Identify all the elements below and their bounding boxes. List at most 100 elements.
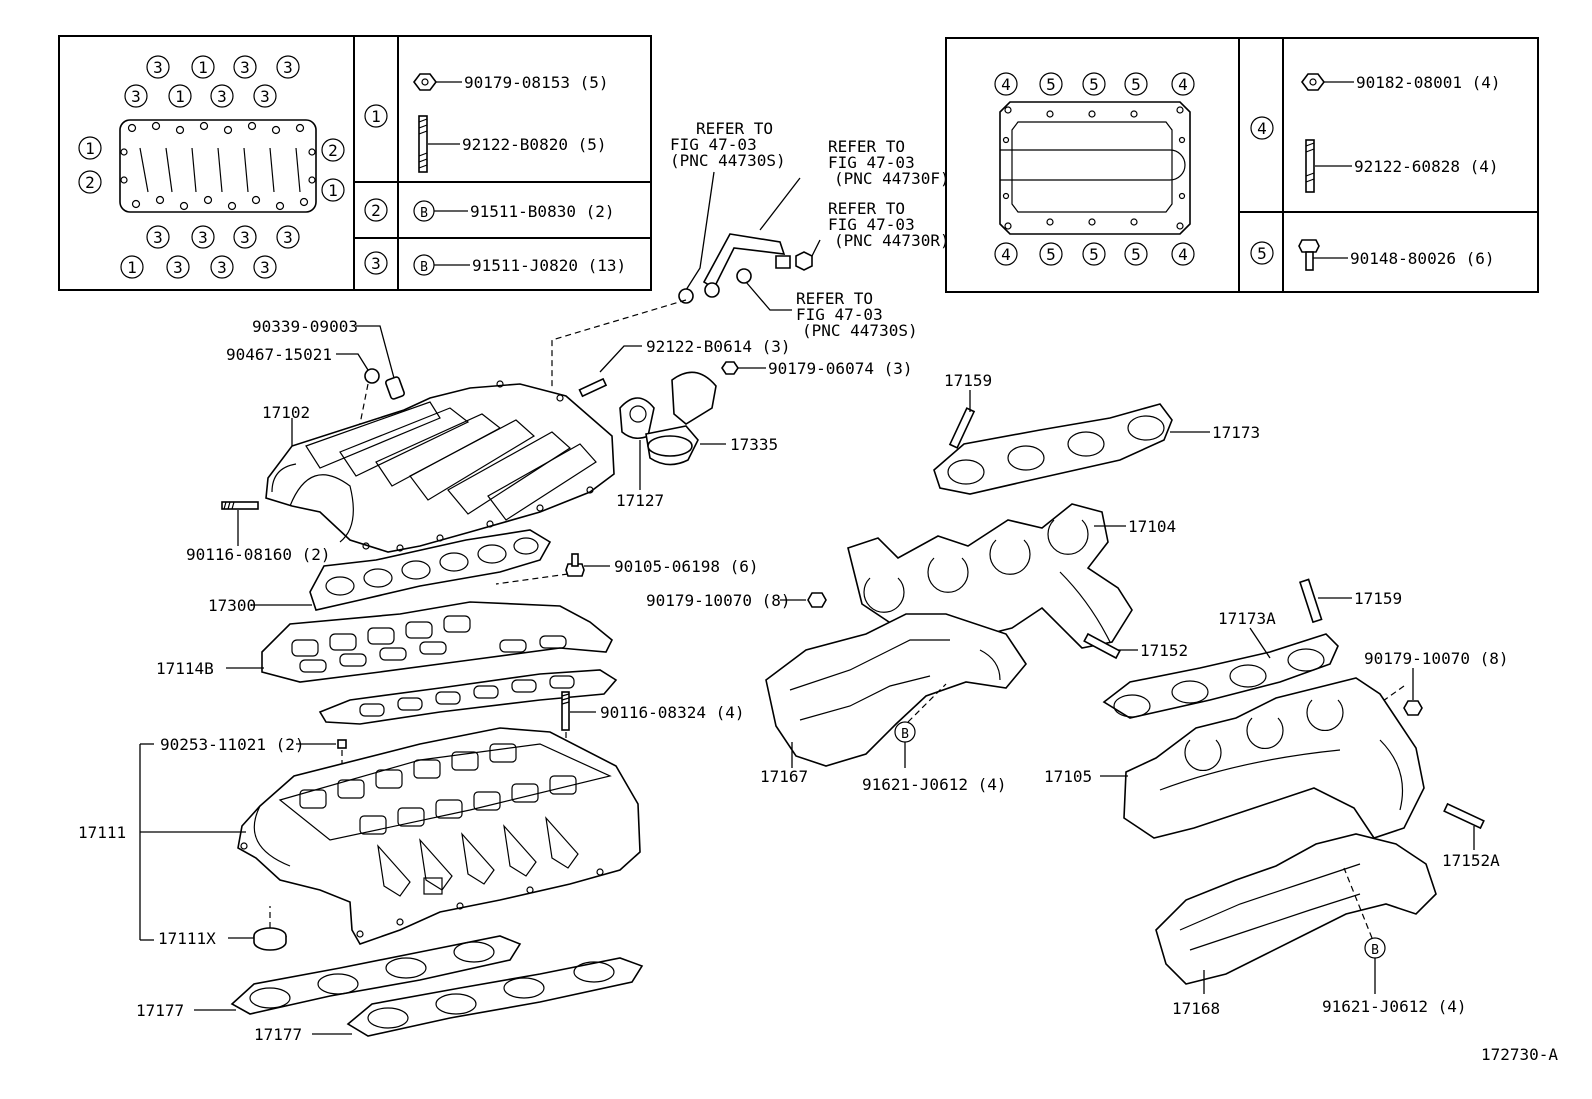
grid-num: 1 — [198, 58, 208, 77]
refer-line: REFER TO — [696, 119, 773, 138]
grid-num: 3 — [153, 228, 163, 247]
refer-line: (PNC 44730F) — [834, 169, 950, 188]
grid-num: 5 — [1131, 75, 1141, 94]
diagram-id: 172730-A — [1481, 1045, 1558, 1064]
left-grid-top-row2: 3 1 3 3 — [124, 84, 277, 108]
part-label: 17102 — [262, 403, 310, 422]
part-90105-06198: 90105-06198 (6) — [495, 553, 759, 585]
exhaust-manifold-17105: 17105 — [1044, 677, 1425, 839]
part-label: 17152 — [1140, 641, 1188, 660]
part-label: 17177 — [254, 1025, 302, 1044]
legend-part: 91511-J0820 (13) — [472, 256, 626, 275]
grid-num: 4 — [1001, 75, 1011, 94]
gasket-17114B: 17114B — [156, 601, 618, 725]
exhaust-manifold-17104: 17104 — [847, 503, 1176, 649]
gasket-17300: 17300 — [208, 529, 552, 615]
grid-num: 3 — [198, 228, 208, 247]
stud-17159-upper: 17159 — [944, 371, 992, 449]
part-label: 91621-J0612 (4) — [1322, 997, 1467, 1016]
stud-icon — [1305, 139, 1315, 193]
grid-num: 2 — [328, 141, 338, 160]
grid-num: 5 — [1089, 245, 1099, 264]
refer-line: (PNC 44730R) — [834, 231, 950, 250]
refer-line: FIG 47-03 — [828, 215, 915, 234]
part-label: 90116-08324 (4) — [600, 703, 745, 722]
right-grid-bottom: 4 5 5 5 4 — [994, 242, 1195, 266]
part-92122-B0614: 92122-B0614 (3) — [578, 337, 791, 398]
right-gasket-drawing — [999, 101, 1191, 235]
grid-num: 4 — [1178, 245, 1188, 264]
badge-b: B — [901, 727, 909, 742]
lower-intake-manifold-17111: 17111 — [78, 727, 641, 945]
grid-num: 3 — [153, 58, 163, 77]
refer-line: REFER TO — [828, 137, 905, 156]
part-17111X: 17111X — [158, 906, 287, 951]
refer-note-4: REFER TO FIG 47-03 (PNC 44730S) — [796, 289, 918, 340]
legend-key: 3 — [371, 254, 381, 273]
badge-b: B — [420, 206, 428, 221]
left-grid-bottom-row2: 1 3 3 3 — [120, 255, 277, 279]
gasket-17177-lower: 17177 — [254, 957, 644, 1044]
refer-line: FIG 47-03 — [828, 153, 915, 172]
stud-17159-lower: 17159 — [1299, 578, 1402, 624]
part-label: 90179-10070 (8) — [1364, 649, 1509, 668]
part-label: 92122-B0614 (3) — [646, 337, 791, 356]
legend-key: 4 — [1257, 119, 1267, 138]
grid-num: 3 — [217, 87, 227, 106]
part-91621-J0612-right: B 91621-J0612 (4) — [1322, 867, 1467, 1016]
part-label: 17114B — [156, 659, 214, 678]
refer-line: REFER TO — [828, 199, 905, 218]
right-legend: 4 5 5 5 4 4 5 5 5 4 4 90182-08001 (4) — [945, 37, 1539, 293]
grid-num: 1 — [127, 258, 137, 277]
refer-line: FIG 47-03 — [796, 305, 883, 324]
nut-icon — [1301, 73, 1325, 91]
part-label: 90467-15021 — [226, 345, 332, 364]
badge-b: B — [420, 260, 428, 275]
part-label: 17300 — [208, 596, 256, 615]
legend-row-2: 2 B 91511-B0830 (2) — [364, 198, 615, 222]
left-plate-drawing — [119, 119, 317, 213]
stud-17152A: 17152A — [1442, 802, 1500, 870]
legend-part: 91511-B0830 (2) — [470, 202, 615, 221]
refer-line: (PNC 44730S) — [802, 321, 918, 340]
grid-num: 2 — [85, 173, 95, 192]
grid-num: 5 — [1046, 245, 1056, 264]
grid-num: 4 — [1178, 75, 1188, 94]
badge-b: B — [1371, 943, 1379, 958]
grid-num: 1 — [175, 87, 185, 106]
legend-key: 2 — [371, 201, 381, 220]
part-label: 17152A — [1442, 851, 1500, 870]
grid-num: 4 — [1001, 245, 1011, 264]
legend-part: 90182-08001 (4) — [1356, 73, 1501, 92]
part-label: 17173 — [1212, 423, 1260, 442]
part-label: 17335 — [730, 435, 778, 454]
grid-num: 5 — [1089, 75, 1099, 94]
legend-part: 90148-80026 (6) — [1350, 249, 1495, 268]
part-label: 90179-06074 (3) — [768, 359, 913, 378]
refer-note-1: REFER TO FIG 47-03 (PNC 44730S) — [670, 119, 786, 170]
grid-num: 3 — [260, 87, 270, 106]
right-grid-top: 4 5 5 5 4 — [994, 72, 1195, 96]
left-grid-bottom-row1: 3 3 3 3 — [146, 225, 300, 249]
gasket-17173A: 17173A — [1102, 609, 1339, 719]
grid-num: 3 — [173, 258, 183, 277]
legend-row-3: 3 B 91511-J0820 (13) — [364, 251, 626, 276]
legend-row-5: 5 90148-80026 (6) — [1250, 239, 1495, 271]
grid-num: 1 — [85, 139, 95, 158]
part-90179-10070-left: 90179-10070 (8) — [646, 591, 827, 610]
legend-part: 90179-08153 (5) — [464, 73, 609, 92]
legend-part: 92122-B0820 (5) — [462, 135, 607, 154]
part-label: 90116-08160 (2) — [186, 545, 331, 564]
legend-key: 1 — [371, 107, 381, 126]
part-label: 17111X — [158, 929, 216, 948]
grid-num: 3 — [131, 87, 141, 106]
part-90339-09003: 90339-09003 — [252, 317, 405, 400]
gasket-17173: 17173 — [933, 403, 1260, 495]
part-17127-17335: 17335 17127 — [616, 371, 778, 510]
legend-part: 92122-60828 (4) — [1354, 157, 1499, 176]
part-label: 17105 — [1044, 767, 1092, 786]
refer-line: FIG 47-03 — [670, 135, 757, 154]
part-label: 17177 — [136, 1001, 184, 1020]
legend-row-4: 4 90182-08001 (4) 92122-60828 (4) — [1250, 73, 1501, 193]
